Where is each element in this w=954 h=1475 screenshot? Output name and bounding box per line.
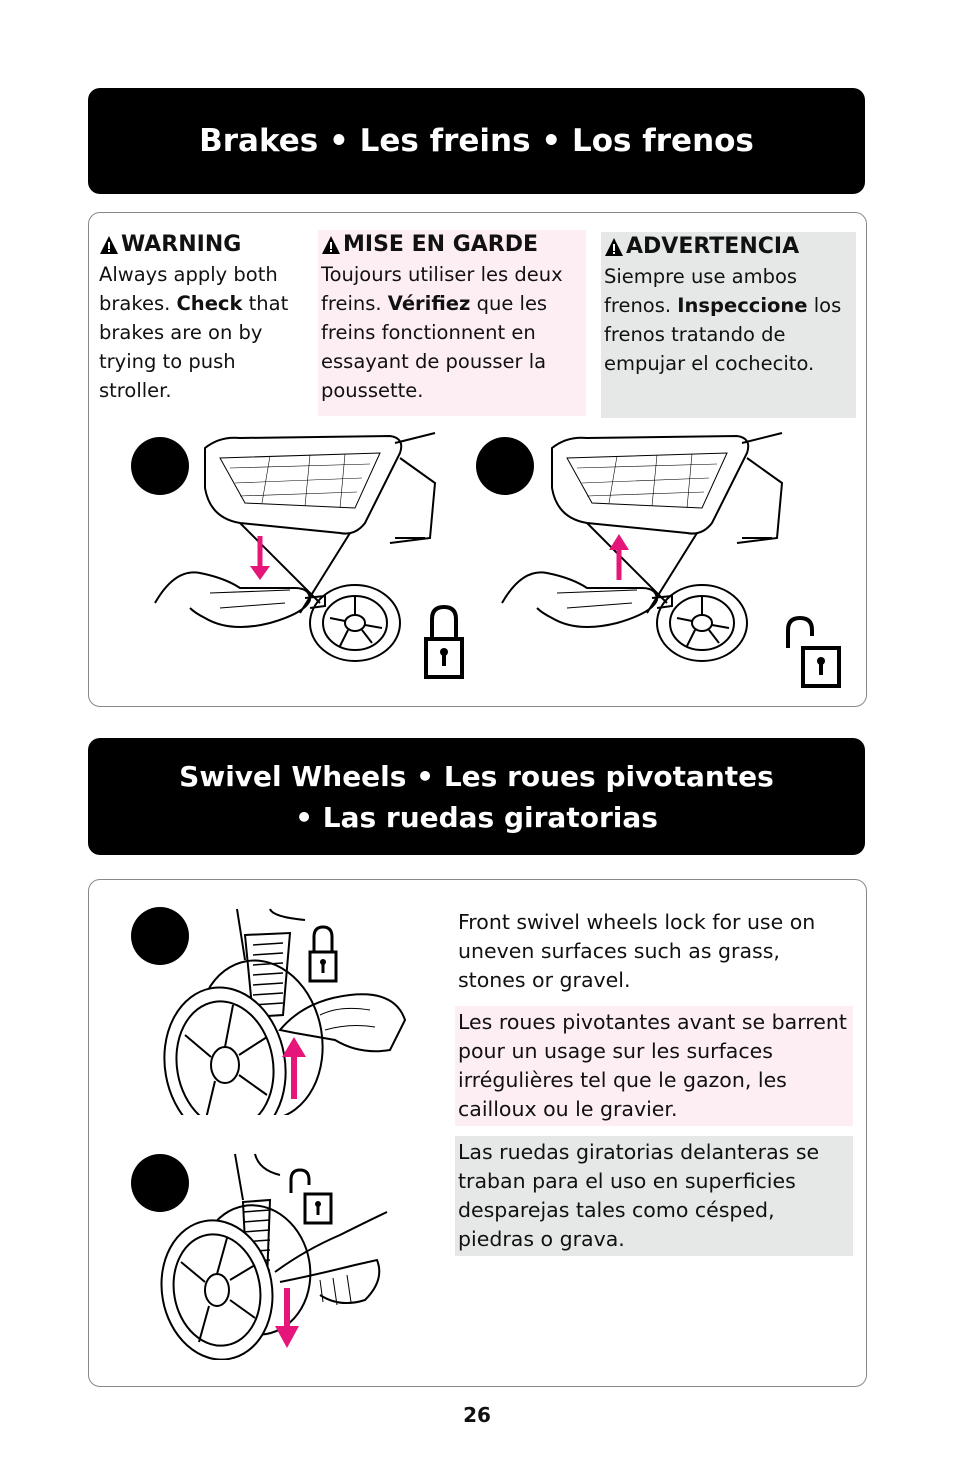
warning-spanish: ADVERTENCIA Siempre use ambos frenos. In… — [601, 232, 856, 418]
swivel-section-title: Swivel Wheels • Les roues pivotantes • L… — [88, 738, 865, 855]
warning-text-2: that brakes are on by trying to push str… — [99, 292, 289, 402]
brake-release-illustration — [501, 432, 784, 662]
brakes-title-text: Brakes • Les freins • Los frenos — [199, 123, 754, 159]
swivel-title-line-2: • Las ruedas giratorias — [295, 800, 658, 834]
swivel-unlock-illustration — [160, 1153, 388, 1360]
step-circle-1 — [131, 437, 189, 495]
warning-triangle-icon — [100, 236, 118, 254]
step-circle-4 — [131, 1154, 189, 1212]
warning-triangle-icon — [322, 236, 340, 254]
warning-heading: ADVERTENCIA — [604, 232, 856, 262]
warning-french: MISE EN GARDE Toujours utiliser les deux… — [318, 230, 586, 416]
padlock-unlocked-icon — [289, 1168, 333, 1225]
page-number: 26 — [463, 1403, 491, 1427]
swivel-text-spanish: Las ruedas giratorias delanteras se trab… — [455, 1136, 853, 1256]
warning-text-2: que les freins fonctionnent en essayant … — [321, 292, 548, 402]
warning-bold-1: Inspeccione — [677, 294, 808, 317]
warning-heading-text: WARNING — [121, 232, 242, 257]
warning-body: Always apply both brakes. Check that bra… — [99, 260, 304, 405]
warning-body: Siempre use ambos frenos. Inspeccione lo… — [604, 262, 856, 378]
warning-heading-text: MISE EN GARDE — [343, 232, 539, 257]
swivel-text-french: Les roues pivotantes avant se barrent po… — [455, 1006, 853, 1126]
step-circle-2 — [476, 437, 534, 495]
step-circle-3 — [131, 907, 189, 965]
warning-heading: MISE EN GARDE — [321, 230, 586, 260]
warning-english: WARNING Always apply both brakes. Check … — [99, 230, 304, 405]
warning-heading: WARNING — [99, 230, 304, 260]
warning-text-1: Siempre use ambos frenos. — [604, 265, 798, 317]
swivel-text-english: Front swivel wheels lock for use on unev… — [458, 910, 816, 992]
warning-text-1: Always apply both brakes. — [99, 263, 278, 315]
arrow-up-head — [609, 534, 629, 550]
warning-bold-1: Vérifiez — [387, 292, 471, 315]
padlock-locked-icon — [424, 604, 464, 679]
swivel-lock-illustration — [163, 908, 407, 1115]
warning-bold-1: Check — [176, 292, 243, 315]
arrow-up-head — [282, 1037, 306, 1057]
warning-body: Toujours utiliser les deux freins. Vérif… — [321, 260, 586, 405]
arrow-down-head — [250, 566, 270, 580]
swivel-title-line-1: Swivel Wheels • Les roues pivotantes — [179, 759, 774, 793]
warning-triangle-icon — [605, 238, 623, 256]
brake-apply-illustration — [154, 432, 437, 662]
brakes-section-title: Brakes • Les freins • Los frenos — [88, 88, 865, 194]
arrow-down-head — [275, 1326, 299, 1348]
warning-text-2: los frenos tratando de empujar el cochec… — [604, 294, 842, 375]
padlock-locked-icon — [308, 925, 338, 983]
warning-heading-text: ADVERTENCIA — [626, 234, 800, 259]
padlock-unlocked-icon — [786, 615, 841, 688]
warning-text-1: Toujours utiliser les deux freins. — [321, 263, 563, 315]
